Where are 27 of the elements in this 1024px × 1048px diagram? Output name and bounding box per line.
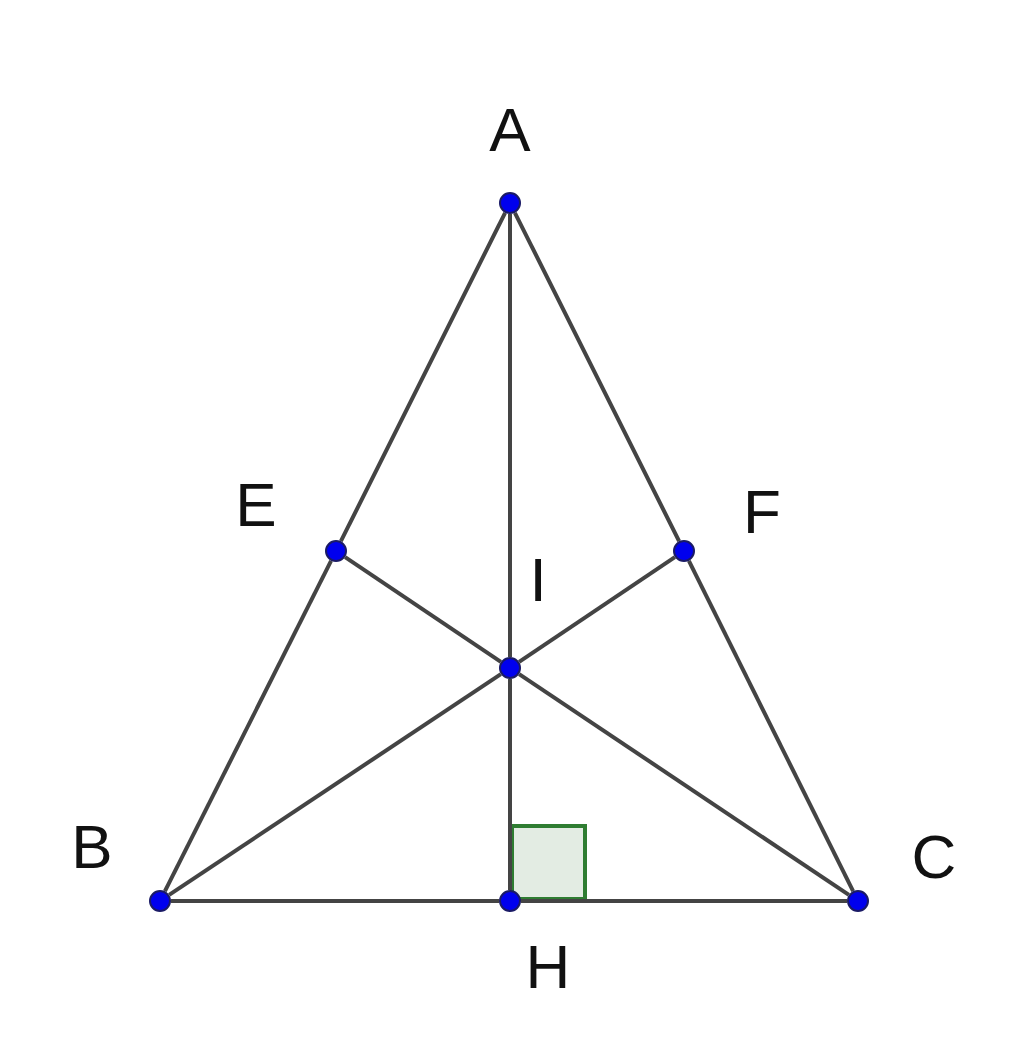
point-dot [673, 540, 695, 562]
point-label: H [525, 936, 571, 998]
point-dot [325, 540, 347, 562]
line-segment [518, 672, 850, 897]
line-segment [339, 211, 507, 543]
line-segment [513, 211, 681, 543]
point-label: C [911, 826, 957, 888]
line-segment [518, 555, 676, 664]
point-dot [847, 890, 869, 912]
point-dot [499, 192, 521, 214]
right-angle-mark [510, 824, 587, 901]
line-segment [508, 214, 512, 657]
point-label: A [489, 99, 531, 161]
line-segment [508, 679, 512, 890]
point-label: B [71, 816, 113, 878]
line-segment [521, 899, 847, 903]
point-label: E [235, 474, 277, 536]
line-segment [171, 899, 499, 903]
point-dot [149, 890, 171, 912]
line-segment [687, 559, 855, 893]
line-segment [163, 559, 333, 893]
line-segment [344, 555, 502, 664]
point-dot [499, 890, 521, 912]
point-dot [499, 657, 521, 679]
point-label: F [743, 481, 781, 543]
line-segment [168, 672, 502, 897]
point-label: I [529, 549, 547, 611]
